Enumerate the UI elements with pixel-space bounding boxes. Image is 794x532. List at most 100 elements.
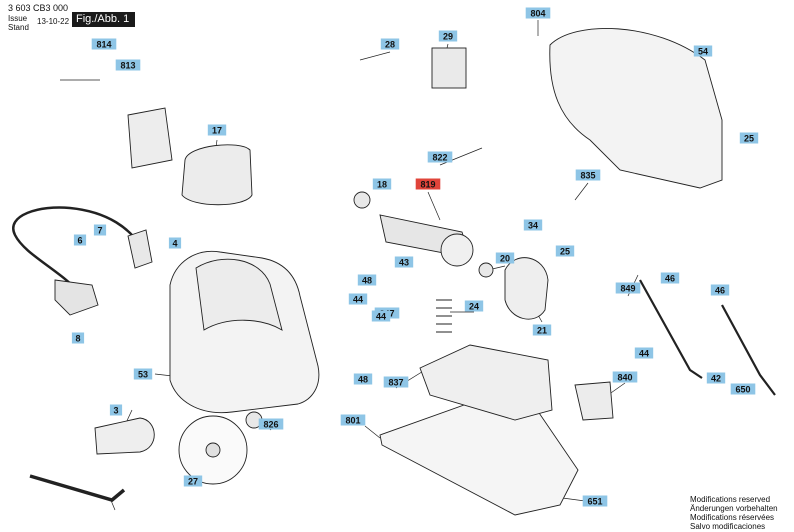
issue-label-de: Stand bbox=[8, 23, 29, 32]
part-number: 650 bbox=[735, 385, 750, 395]
handle-drawing bbox=[195, 258, 283, 331]
part-number: 24 bbox=[469, 302, 479, 312]
part-label-21: 21 bbox=[532, 324, 552, 336]
part-label-650: 650 bbox=[730, 383, 756, 395]
depth-lever-drawing bbox=[639, 279, 703, 379]
part-label-box bbox=[523, 219, 543, 231]
armature-fan-drawing bbox=[440, 233, 474, 267]
part-label-801: 801 bbox=[340, 414, 366, 426]
part-label-box bbox=[207, 124, 227, 136]
part-label-48: 48 bbox=[353, 373, 373, 385]
part-label-44: 44 bbox=[371, 310, 391, 322]
part-label-18: 18 bbox=[372, 178, 392, 190]
part-number: 804 bbox=[530, 9, 545, 19]
mods-line-2: Änderungen vorbehalten bbox=[690, 504, 778, 513]
bearing-drawing bbox=[478, 262, 494, 278]
part-label-box bbox=[372, 178, 392, 190]
part-label-box bbox=[464, 300, 484, 312]
callout-line bbox=[359, 51, 391, 61]
part-number: 4 bbox=[172, 239, 177, 249]
part-label-box bbox=[575, 169, 601, 181]
part-label-box bbox=[258, 418, 284, 430]
brush-holder-drawing bbox=[127, 107, 173, 169]
part-label-box bbox=[634, 347, 654, 359]
part-number: 837 bbox=[388, 378, 403, 388]
part-number: 3 bbox=[113, 406, 118, 416]
clamp-drawing bbox=[574, 381, 614, 421]
part-number: 7 bbox=[97, 226, 102, 236]
part-number: 21 bbox=[537, 326, 547, 336]
mods-line-1: Modifications reserved bbox=[690, 495, 771, 504]
part-label-837: 837 bbox=[383, 376, 409, 388]
part-label-box bbox=[532, 324, 552, 336]
guard-drawing bbox=[419, 344, 553, 421]
part-label-44: 44 bbox=[348, 293, 368, 305]
hex-key-drawing bbox=[29, 474, 126, 502]
part-number: 46 bbox=[665, 274, 675, 284]
part-label-box bbox=[730, 383, 756, 395]
part-number: 42 bbox=[711, 374, 721, 384]
part-label-box bbox=[693, 45, 713, 57]
part-number: 8 bbox=[75, 334, 80, 344]
part-label-849: 849 bbox=[615, 282, 641, 294]
part-number: 814 bbox=[96, 40, 111, 50]
part-label-box bbox=[706, 372, 726, 384]
part-label-box bbox=[383, 376, 409, 388]
callout-line bbox=[574, 182, 589, 201]
part-label-804: 804 bbox=[525, 7, 551, 19]
part-number: 43 bbox=[399, 258, 409, 268]
part-number: 34 bbox=[528, 221, 538, 231]
part-label-7: 7 bbox=[93, 224, 107, 236]
part-label-box bbox=[71, 332, 85, 344]
issue-label-en: Issue bbox=[8, 14, 28, 23]
callout-line bbox=[364, 425, 381, 439]
part-number: 651 bbox=[587, 497, 602, 507]
issue-date: 13-10-22 bbox=[37, 17, 70, 26]
figure-label: Fig./Abb. 1 bbox=[72, 12, 136, 27]
part-number: 46 bbox=[715, 286, 725, 296]
part-label-box bbox=[115, 59, 141, 71]
bevel-lever-drawing bbox=[721, 304, 776, 396]
part-label-box bbox=[357, 274, 377, 286]
cord-guard-drawing bbox=[54, 279, 99, 316]
part-label-box bbox=[183, 475, 203, 487]
switch-drawing bbox=[431, 47, 467, 89]
part-label-822: 822 bbox=[427, 151, 453, 163]
part-number: 53 bbox=[138, 370, 148, 380]
part-number: 18 bbox=[377, 180, 387, 190]
part-label-25: 25 bbox=[555, 245, 575, 257]
part-number: 48 bbox=[362, 276, 372, 286]
part-label-3: 3 bbox=[109, 404, 123, 416]
part-label-44: 44 bbox=[634, 347, 654, 359]
gear-housing-drawing bbox=[504, 257, 549, 320]
part-label-28: 28 bbox=[380, 38, 400, 50]
stator-drawing bbox=[181, 144, 253, 206]
part-label-box bbox=[394, 256, 414, 268]
blade-guard-drawing bbox=[94, 417, 155, 455]
part-label-box bbox=[438, 30, 458, 42]
part-number: 849 bbox=[620, 284, 635, 294]
part-label-20: 20 bbox=[495, 252, 515, 264]
part-label-27: 27 bbox=[183, 475, 203, 487]
part-label-4: 4 bbox=[168, 237, 182, 249]
part-number: 25 bbox=[744, 134, 754, 144]
part-label-box bbox=[93, 224, 107, 236]
part-number: 822 bbox=[432, 153, 447, 163]
part-label-826: 826 bbox=[258, 418, 284, 430]
part-label-box bbox=[73, 234, 87, 246]
part-number: 44 bbox=[376, 312, 386, 322]
part-label-24: 24 bbox=[464, 300, 484, 312]
part-label-54: 54 bbox=[693, 45, 713, 57]
part-number: 826 bbox=[263, 420, 278, 430]
part-label-box bbox=[660, 272, 680, 284]
modifications-notice: Modifications reserved Änderungen vorbeh… bbox=[690, 495, 778, 531]
callout-line bbox=[427, 191, 441, 221]
part-label-box bbox=[109, 404, 123, 416]
part-label-box bbox=[739, 132, 759, 144]
plug-drawing bbox=[127, 229, 153, 269]
part-number: 27 bbox=[188, 477, 198, 487]
part-number: 54 bbox=[698, 47, 708, 57]
part-label-box bbox=[380, 38, 400, 50]
